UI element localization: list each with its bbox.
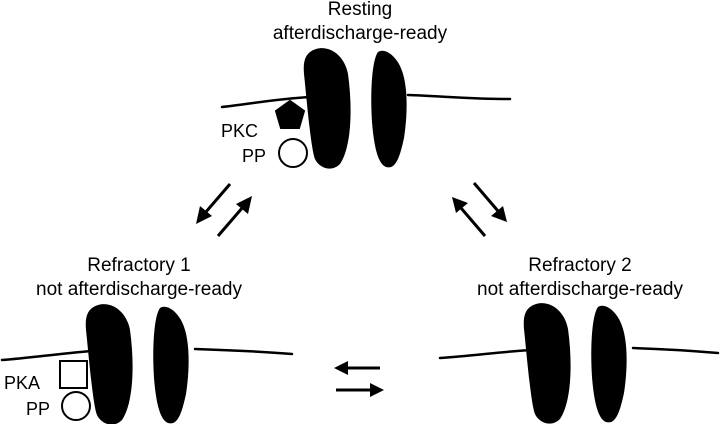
- resting-state: Resting afterdischarge-ready PKC PP: [220, 0, 512, 169]
- arrow-to-resting-from-refractory1-icon: [216, 196, 252, 237]
- refractory2-membrane-left: [438, 348, 532, 360]
- transition-resting-refractory2: [452, 182, 507, 237]
- pka-label: PKA: [4, 373, 40, 393]
- resting-membrane-right: [406, 93, 512, 101]
- refractory2-channel: [523, 303, 627, 424]
- transition-resting-refractory1: [196, 183, 252, 237]
- resting-channel: [303, 48, 407, 169]
- resting-subtitle: afterdischarge-ready: [273, 23, 448, 44]
- refractory1-membrane-right: [193, 347, 294, 356]
- pp-label-refractory1: PP: [26, 399, 50, 419]
- refractory2-subtitle: not afterdischarge-ready: [477, 279, 683, 300]
- arrow-to-refractory1-icon: [196, 183, 232, 224]
- refractory1-channel-left-subunit: [85, 304, 133, 424]
- resting-membrane-left: [220, 95, 312, 109]
- refractory1-membrane-left: [0, 349, 94, 362]
- refractory1-state: Refractory 1 not afterdischarge-ready PK…: [0, 255, 294, 424]
- arrow-to-refractory2-icon: [472, 182, 507, 222]
- refractory2-membrane-right: [631, 346, 720, 355]
- arrow-to-resting-from-refractory2-icon: [452, 197, 487, 237]
- pp-label-resting: PP: [242, 146, 266, 166]
- refractory2-state: Refractory 2 not afterdischarge-ready: [438, 255, 720, 424]
- resting-title: Resting: [328, 0, 392, 20]
- transition-refractory1-refractory2: [334, 361, 384, 397]
- pkc-pentagon-icon: [274, 99, 306, 129]
- refractory1-title: Refractory 1: [87, 255, 190, 276]
- refractory1-subtitle: not afterdischarge-ready: [36, 279, 242, 300]
- refractory2-channel-right-subunit: [591, 305, 627, 423]
- arrow-to-refractory2-icon-bottom: [336, 383, 384, 397]
- refractory2-channel-left-subunit: [523, 303, 571, 424]
- refractory2-title: Refractory 2: [528, 255, 631, 276]
- refractory1-channel: [85, 304, 189, 424]
- refractory1-channel-right-subunit: [153, 306, 189, 424]
- pkc-label: PKC: [221, 121, 258, 141]
- pp-circle-icon-refractory1: [61, 391, 91, 421]
- pp-circle-icon: [278, 138, 308, 168]
- resting-channel-left-subunit: [303, 48, 351, 169]
- arrow-to-refractory1-from-refractory2-icon: [334, 361, 380, 375]
- resting-channel-right-subunit: [371, 50, 407, 168]
- pka-square-icon: [59, 360, 88, 389]
